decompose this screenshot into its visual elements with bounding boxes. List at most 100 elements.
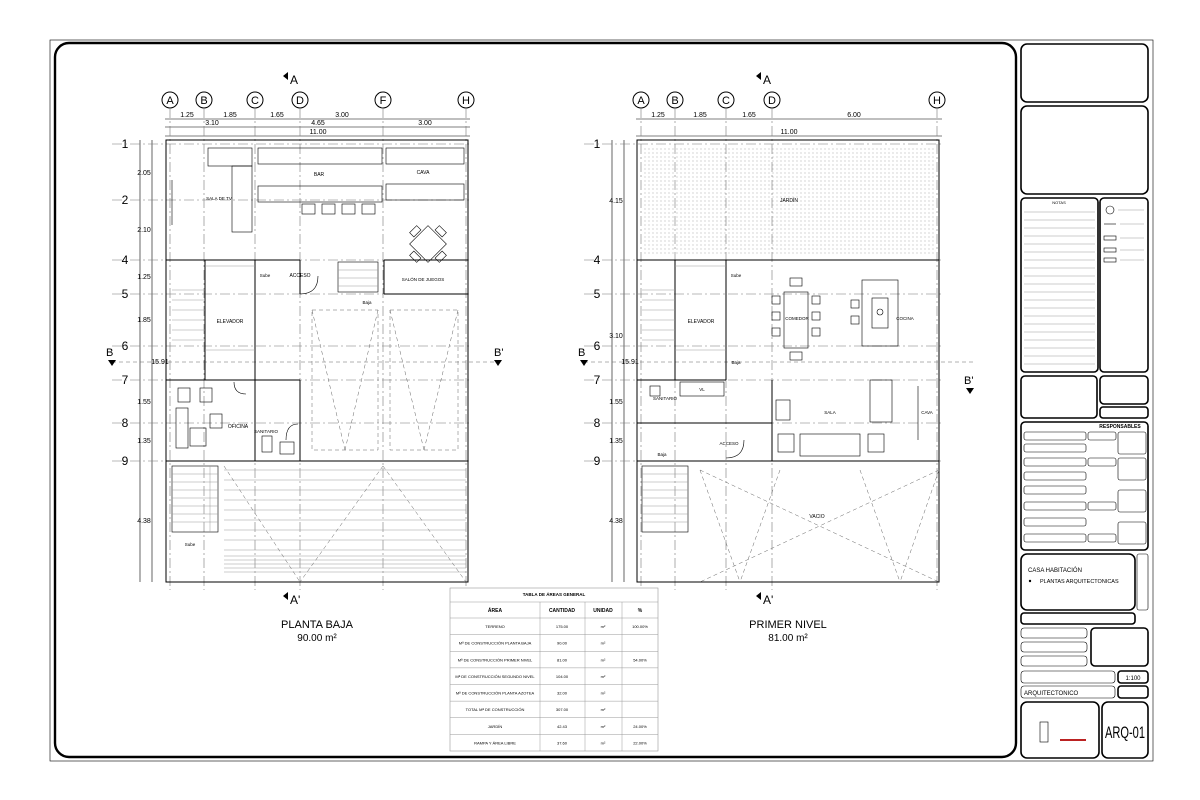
room-label: CAVA [921, 410, 933, 415]
dim-label: 2.05 [137, 170, 151, 177]
grid-col-label: B [671, 95, 678, 107]
table-header: CANTIDAD [549, 608, 575, 614]
dim-label: 1.85 [223, 112, 237, 119]
notes-title: NOTAS [1052, 200, 1066, 205]
column-bubbles: A B C D F H [161, 91, 475, 109]
dim-label: 11.00 [781, 129, 798, 136]
dim-label: 3.00 [418, 120, 432, 127]
room-label: ELEVADOR [217, 319, 244, 325]
plan-title: PRIMER NIVEL [749, 619, 827, 631]
room-label: ELEVADOR [688, 319, 715, 325]
table-cell: 81.00 [557, 657, 568, 662]
table-cell: 54.00% [633, 657, 647, 662]
stairs [172, 261, 379, 351]
ramp-hatch [223, 465, 467, 583]
room-label: OFICINA [228, 424, 249, 430]
table-cell: m² [601, 657, 606, 662]
table-cell: 90.00 [557, 641, 568, 646]
dim-label: 11.00 [310, 129, 327, 136]
title-panel [1020, 43, 1149, 103]
dim-label: 1.25 [137, 274, 151, 281]
title-panel [1136, 553, 1149, 611]
section-arrow-icon [108, 360, 116, 366]
project-panel [1020, 553, 1136, 611]
room-label: Baja [657, 452, 667, 457]
table-header: ÁREA [488, 607, 503, 614]
table-cell: m² [601, 691, 606, 696]
garden-hatch [642, 146, 936, 256]
table-cell: m² [601, 740, 606, 745]
grid-col-label: C [722, 95, 730, 107]
section-arrow-icon [283, 72, 288, 80]
walls [636, 139, 940, 583]
scale-label: 1:100 [1125, 676, 1141, 682]
table-cell: m² [601, 624, 606, 629]
table-cell: 32.00 [557, 691, 568, 696]
room-label: Sube [731, 273, 742, 278]
dim-label: 4.15 [609, 198, 623, 205]
grid-col-label: C [251, 95, 259, 107]
room-label: VACIO [809, 514, 824, 520]
grid-col-label: H [933, 95, 941, 107]
column-bubbles: A B C D H [632, 91, 946, 109]
dim-label: 2.10 [137, 227, 151, 234]
section-arrow-icon [580, 360, 588, 366]
section-label: B' [494, 347, 503, 359]
project-sheet-title: PLANTAS ARQUITECTONICAS [1040, 579, 1119, 585]
table-cell: 175.00 [556, 624, 569, 629]
door-swing [233, 381, 247, 395]
walls [165, 139, 469, 583]
row-bubbles: 1 4 5 6 7 8 9 4.15 3.10 1.55 1.35 4.38 1… [594, 137, 639, 582]
section-arrow-icon [756, 72, 761, 80]
section-label: A [763, 73, 771, 87]
sheet-code: ARQ-01 [1105, 723, 1145, 742]
room-label: CAVA [417, 170, 431, 176]
dim-label: 3.00 [335, 112, 349, 119]
room-label: SANITARIO [653, 396, 677, 401]
dim-label: 1.25 [651, 112, 665, 119]
table-cell: 24.00% [633, 724, 647, 729]
grid-col-label: F [380, 95, 387, 107]
title-panel [1090, 627, 1149, 667]
room-label: ACCESO [289, 273, 310, 279]
table-cell: 100.00% [632, 624, 648, 629]
table-cell: Mª DE CONSTRUCCIÓN PLANTA AZOTEA [456, 691, 535, 696]
room-label: SANITARIO [254, 429, 278, 434]
room-label: COMEDOR [785, 316, 809, 321]
title-panel [1020, 612, 1136, 625]
room-label: VL [699, 387, 705, 392]
plan-title: PLANTA BAJA [281, 619, 354, 631]
section-label: B' [964, 375, 973, 387]
room-label: SALÓN DE JUEGOS [402, 276, 445, 282]
room-label: Baja [731, 360, 741, 365]
project-name: CASA HABITACIÓN [1028, 567, 1082, 574]
title-block: NOTAS RESP [1020, 43, 1149, 759]
dim-label: 3.10 [205, 120, 219, 127]
table-cell: Mª DE CONSTRUCCIÓN PRIMER NIVEL [458, 657, 533, 662]
logo-icon [1039, 721, 1049, 743]
title-panel [1099, 406, 1149, 419]
lower-stairs [171, 465, 219, 533]
top-dimensions: 1.25 1.85 1.65 6.00 11.00 [636, 112, 942, 137]
table-cell: m² [601, 641, 606, 646]
dim-label: 1.85 [693, 112, 707, 119]
door-swing [725, 439, 745, 459]
door-swing [285, 423, 299, 441]
title-panel [1117, 685, 1149, 699]
table-cell: 104.00 [556, 674, 569, 679]
section-label: A [290, 73, 298, 87]
room-label: Sube [185, 542, 196, 547]
notes-panel [1020, 197, 1099, 373]
table-cell: m² [601, 674, 606, 679]
section-label: A' [290, 593, 300, 607]
lower-stairs [641, 465, 689, 533]
section-label: B [106, 347, 113, 359]
title-panel [1020, 105, 1149, 195]
plan-first: A A B C D H 1.25 1.85 1.65 6.00 11.00 1 … [578, 72, 975, 644]
title-panel [1020, 375, 1098, 419]
grid-axes [112, 108, 500, 590]
legend-panel [1099, 197, 1149, 373]
table-header: UNIDAD [593, 608, 613, 614]
legend-symbols [1103, 205, 1144, 263]
